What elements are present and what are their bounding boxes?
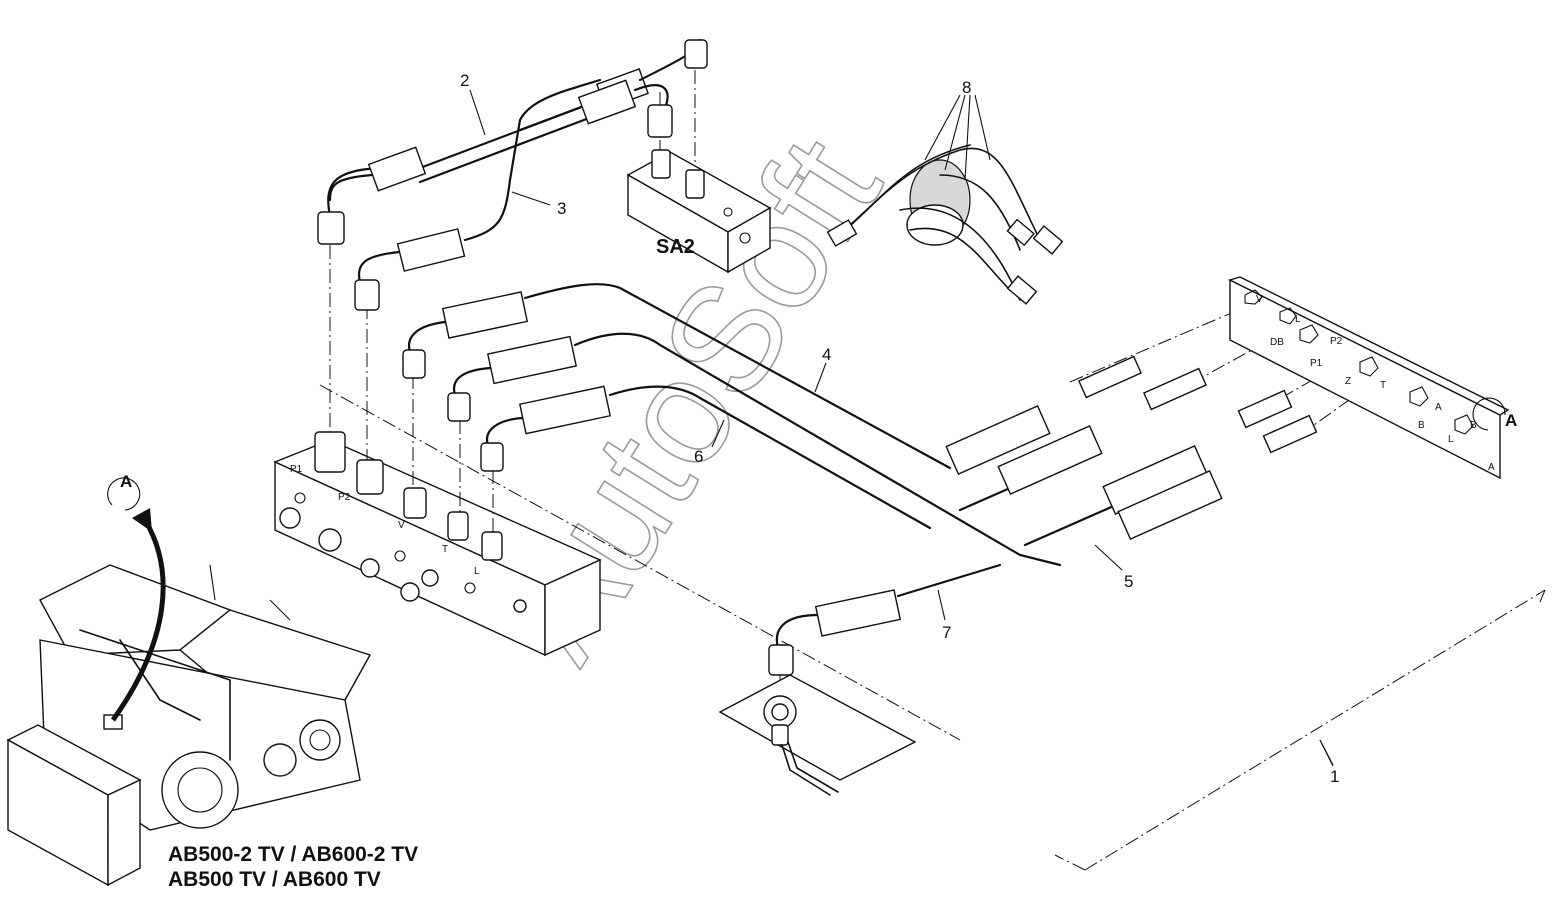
- hose-sa2-upper: [518, 79, 673, 138]
- view-marker-right-letter: A: [1505, 411, 1517, 430]
- manifold-fittings: P1 P2 V T L: [290, 431, 503, 577]
- hose-5: [447, 332, 1062, 567]
- sa2-label: SA2: [656, 236, 695, 258]
- callout-1: 1: [1330, 767, 1339, 786]
- panel-port-z: Z: [1345, 376, 1351, 387]
- panel-port-db: DB: [1270, 337, 1284, 348]
- hose-7: [768, 563, 1002, 676]
- mount-plate: [718, 674, 917, 796]
- quick-couplings: [945, 355, 1318, 547]
- callout-6: 6: [694, 447, 703, 466]
- panel-port-p2: P2: [1330, 336, 1343, 347]
- panel-port-l2: L: [1448, 434, 1454, 445]
- panel-port-b2: B: [1470, 420, 1477, 431]
- callout-2: 2: [460, 71, 469, 90]
- frame-outline: [1054, 589, 1546, 871]
- model-list: AB500-2 TV / AB600-2 TV AB500 TV / AB600…: [168, 842, 418, 892]
- manifold-block: [273, 439, 602, 657]
- callouts: 1 2 3 4 5 6 7 8 SA2: [460, 71, 1339, 786]
- view-marker-left: A: [107, 472, 141, 511]
- port-label-p1: P1: [290, 464, 303, 475]
- callout-7: 7: [942, 623, 951, 642]
- screed-box: [6, 724, 142, 887]
- callout-4: 4: [822, 345, 831, 364]
- hose-2: [317, 38, 708, 245]
- port-label-l: L: [474, 566, 480, 577]
- callout-5: 5: [1124, 572, 1133, 591]
- panel-port-a: A: [1435, 402, 1442, 413]
- hose-6: [480, 385, 932, 530]
- sa2-block: [626, 149, 772, 274]
- panel-port-b: B: [1418, 420, 1425, 431]
- port-label-p2: P2: [338, 492, 351, 503]
- model-line-1: AB500-2 TV / AB600-2 TV: [168, 843, 419, 866]
- panel-port-p1: P1: [1310, 358, 1323, 369]
- view-marker-left-letter: A: [120, 472, 132, 491]
- port-panel: V L DB P2 P1 Z T A B L B A: [1228, 276, 1510, 480]
- hose-3: [354, 78, 602, 311]
- panel-port-a2: A: [1488, 462, 1495, 473]
- hose-bundle-8: [826, 94, 1064, 305]
- panel-port-l: L: [1295, 314, 1301, 325]
- model-line-2: AB500 TV / AB600 TV: [168, 868, 381, 891]
- callout-3: 3: [557, 199, 566, 218]
- port-label-t: T: [442, 544, 448, 555]
- panel-port-t: T: [1380, 380, 1386, 391]
- port-label-v: V: [398, 520, 405, 531]
- view-arrow: [110, 508, 166, 722]
- callout-8: 8: [962, 78, 971, 97]
- view-marker-right: A: [1472, 397, 1517, 431]
- hose-4: [402, 283, 952, 470]
